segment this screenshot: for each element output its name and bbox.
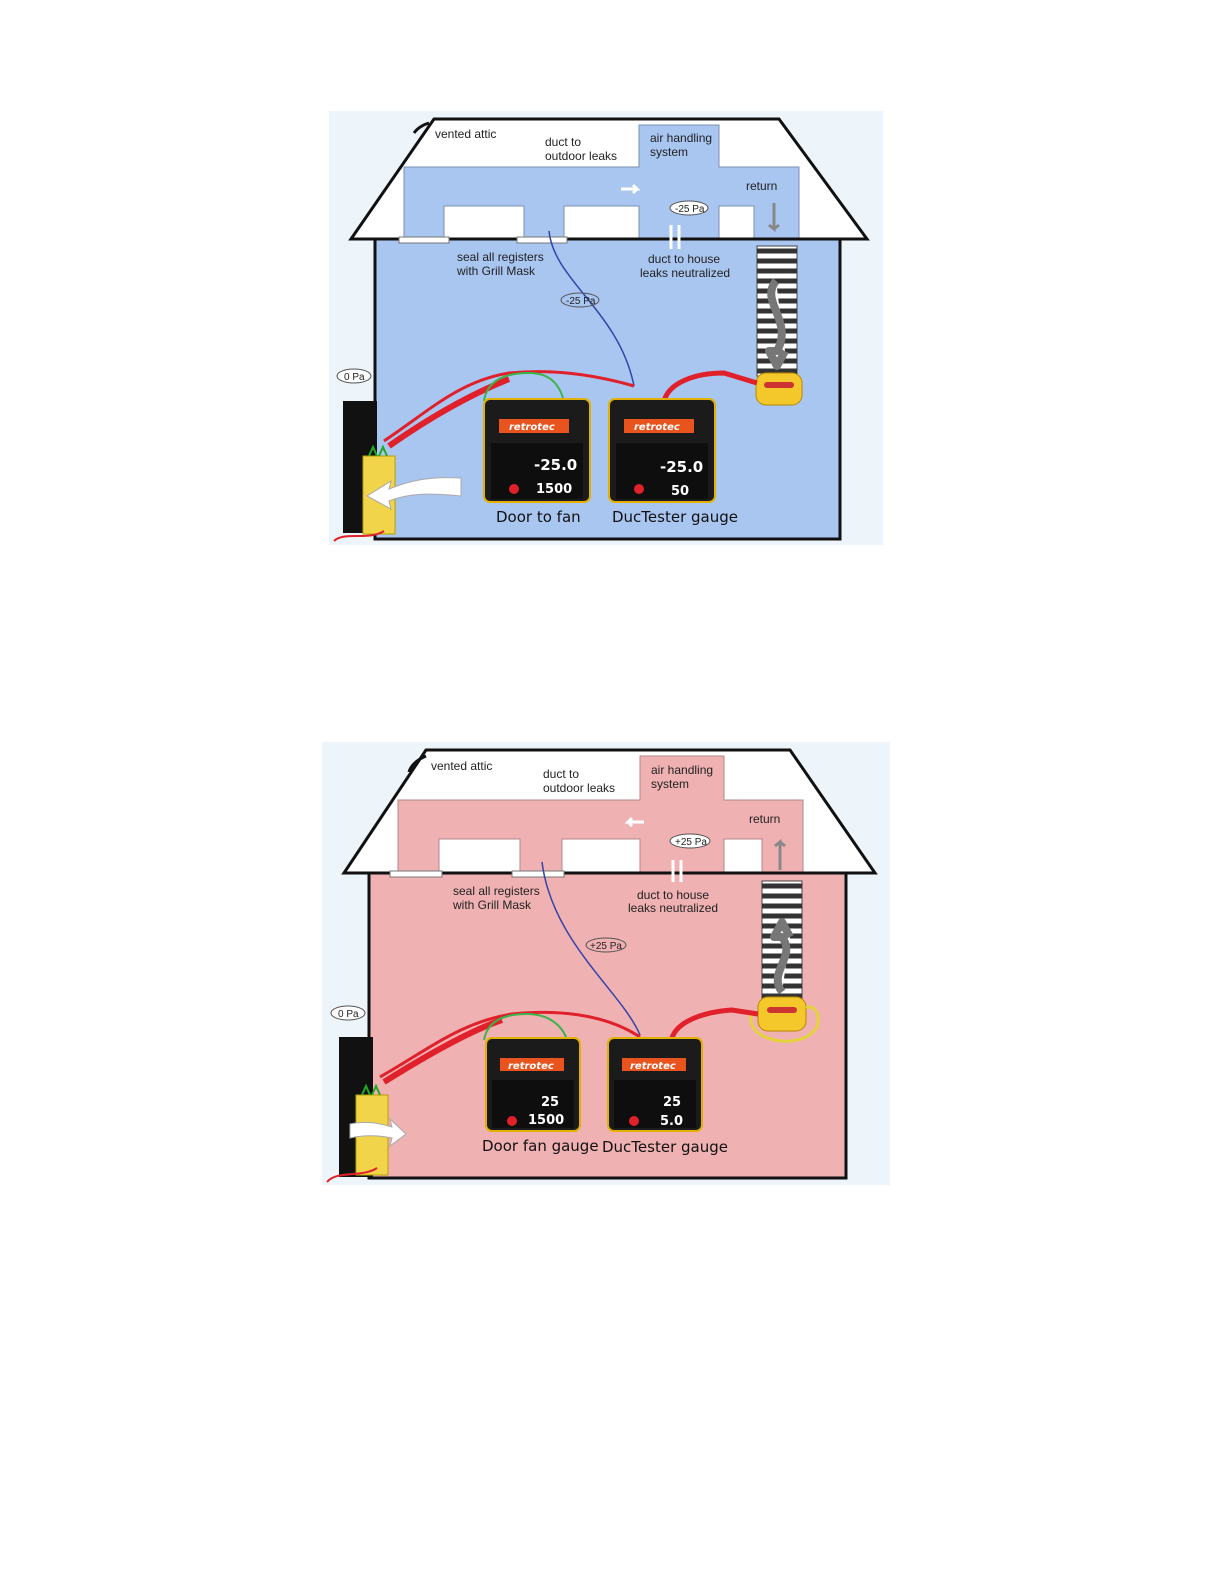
hose-red-thick (387, 376, 511, 449)
pressure-bubble-outdoor (336, 368, 372, 384)
diagram-pressurization: vented attic duct to outdoor leaks air h… (322, 742, 890, 1185)
gauge-door-fan (485, 1037, 581, 1132)
label-seal-1: seal all registers (457, 250, 544, 264)
label-air-handling-2: system (651, 777, 689, 791)
gauge-reading-pressure: 25 (663, 1095, 681, 1110)
label-tube-pressure: -25 Pa (566, 296, 596, 307)
label-duct-house-2: leaks neutralized (640, 266, 730, 280)
gauge-caption: DucTester gauge (612, 508, 738, 526)
label-duct-pressure: +25 Pa (675, 837, 707, 848)
neutral-arrows (669, 225, 681, 249)
hose-ductester (661, 370, 758, 402)
label-vented-attic: vented attic (435, 127, 496, 141)
neutral-arrows (671, 860, 683, 882)
label-seal-2: with Grill Mask (452, 898, 532, 912)
airflow-arrow-in (349, 1117, 407, 1148)
airflow-arrow-out (366, 477, 462, 510)
hose-green (483, 1012, 568, 1041)
attic-vent (412, 121, 430, 134)
label-return: return (749, 812, 780, 826)
label-outdoor-pressure: 0 Pa (344, 372, 365, 383)
airflow-arrow-up (770, 918, 794, 995)
register-mask (516, 236, 568, 244)
airflow-arrow-return (768, 203, 780, 233)
gauge-reading-pressure: -25.0 (534, 456, 577, 474)
gauge-caption: DucTester gauge (602, 1138, 728, 1156)
register-mask (398, 236, 450, 244)
attic-vent (407, 754, 427, 773)
airflow-arrow-duct (621, 183, 641, 195)
pressure-bubble-duct (669, 200, 709, 216)
gauge-ductester (607, 1037, 703, 1132)
house-diagram-pressurization: vented attic duct to outdoor leaks air h… (322, 742, 890, 1185)
gauge-brand: retrotec (508, 1061, 554, 1072)
label-tube-pressure: +25 Pa (590, 941, 622, 952)
ductester-fan (755, 372, 803, 406)
label-duct-outdoor-1: duct to (543, 767, 579, 781)
pressure-tube (541, 861, 641, 1036)
gauge-reading-pressure: 25 (541, 1095, 559, 1110)
gauge-brand: retrotec (634, 422, 680, 433)
ductester-fan (757, 996, 807, 1032)
gauge-reading-pressure: -25.0 (660, 458, 703, 476)
label-duct-outdoor-2: outdoor leaks (545, 149, 617, 163)
label-duct-house-1: duct to house (648, 252, 720, 266)
gauge-brand: retrotec (630, 1061, 676, 1072)
register-mask (511, 870, 565, 878)
register-mask (389, 870, 443, 878)
pressure-bubble-tube (585, 937, 627, 953)
label-duct-pressure: -25 Pa (675, 204, 705, 215)
gauge-caption: Door fan gauge (482, 1137, 599, 1155)
hose-outdoor (326, 1167, 378, 1183)
label-seal-2: with Grill Mask (456, 264, 536, 278)
label-air-handling-1: air handling (651, 763, 713, 777)
gauge-caption: Door to fan (496, 508, 581, 526)
hose-outdoor (333, 530, 385, 542)
label-vented-attic: vented attic (431, 759, 492, 773)
house-diagram-depressurization: vented attic duct to outdoor leaks air h… (329, 111, 883, 545)
label-air-handling-1: air handling (650, 131, 712, 145)
pressure-bubble-outdoor (330, 1005, 366, 1021)
diagram-depressurization: vented attic duct to outdoor leaks air h… (329, 111, 883, 545)
pressure-bubble-duct (669, 833, 711, 849)
gauge-reading-flow: 50 (671, 484, 689, 499)
pressure-bubble-tube (560, 292, 600, 308)
hose-yellow (749, 1005, 820, 1043)
hose-green (483, 371, 565, 402)
hose-red (379, 1010, 641, 1079)
label-air-handling-2: system (650, 145, 688, 159)
gauge-reading-flow: 1500 (528, 1113, 564, 1128)
label-duct-house-2: leaks neutralized (628, 901, 718, 915)
label-duct-house-1: duct to house (637, 888, 709, 902)
gauge-reading-flow: 5.0 (660, 1114, 683, 1129)
airflow-arrow-duct (624, 816, 644, 828)
gauge-reading-flow: 1500 (536, 482, 572, 497)
gauge-ductester (608, 398, 716, 503)
label-duct-outdoor-2: outdoor leaks (543, 781, 615, 795)
label-seal-1: seal all registers (453, 884, 540, 898)
label-duct-outdoor-1: duct to (545, 135, 581, 149)
gauge-door-fan (483, 398, 591, 503)
hose-red (383, 370, 635, 443)
hose-ductester (669, 1007, 759, 1040)
airflow-arrow-return (774, 838, 786, 870)
label-return: return (746, 179, 777, 193)
airflow-arrow-down (765, 278, 789, 370)
label-outdoor-pressure: 0 Pa (338, 1009, 359, 1020)
pressure-tube (548, 230, 635, 387)
gauge-brand: retrotec (509, 422, 555, 433)
